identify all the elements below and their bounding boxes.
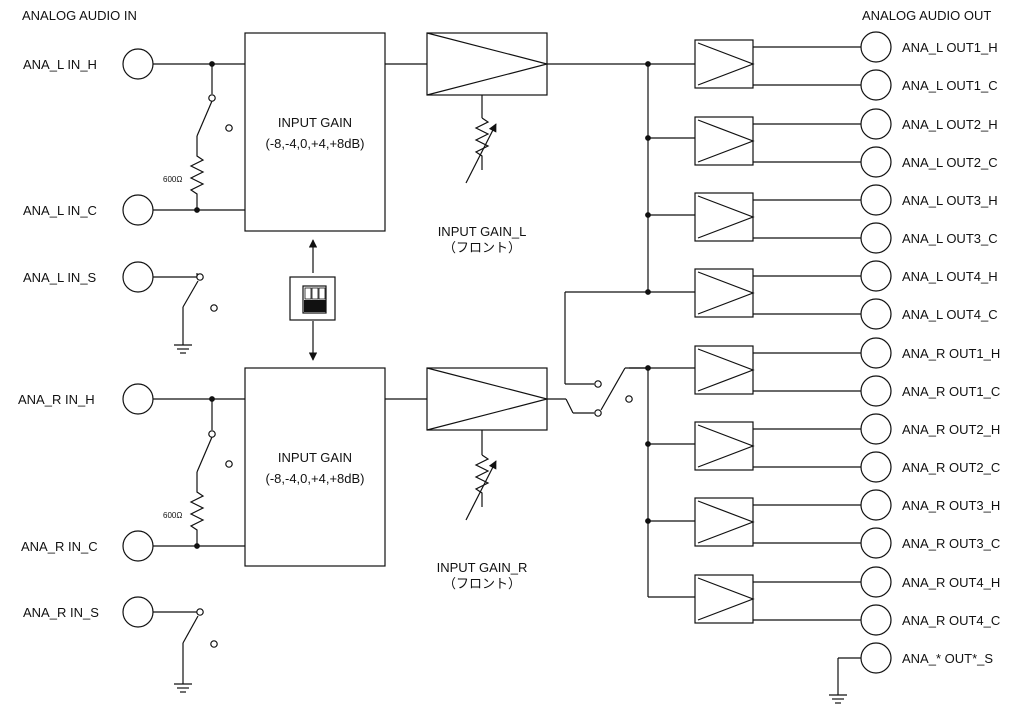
output-label: ANA_L OUT2_C [902,155,998,170]
label-ana-r-in-h: ANA_R IN_H [18,392,95,407]
output-jack [860,184,892,216]
output-jack [860,108,892,140]
output-jack [860,146,892,178]
gain-control-l-note: （フロント） [443,240,521,255]
output-label: ANA_R OUT1_H [902,346,1000,361]
label-ana-l-in-c: ANA_L IN_C [23,203,97,218]
input-jack-l-s [122,261,154,293]
output-jack [860,451,892,483]
resistor-label-r: 600Ω [163,511,182,520]
gain-control-l-name: INPUT GAIN_L [438,224,527,239]
output-amp [694,497,861,547]
output-label: ANA_L OUT1_H [902,40,998,55]
gain-control-r-name: INPUT GAIN_R [437,560,528,575]
label-ana-l-in-h: ANA_L IN_H [23,57,97,72]
output-amp [694,39,861,89]
output-amp [694,345,861,395]
output-label: ANA_R OUT2_H [902,422,1000,437]
output-label: ANA_L OUT1_C [902,78,998,93]
output-label: ANA_R OUT3_H [902,498,1000,513]
input-gain-block-l [244,32,386,232]
output-amp [694,421,861,471]
gain-amp-l [426,32,548,96]
label-shield-output: ANA_* OUT*_S [902,651,993,666]
output-label: ANA_L OUT4_H [902,269,998,284]
output-jack [860,260,892,292]
output-section-title: ANALOG AUDIO OUT [862,8,991,23]
input-section-title: ANALOG AUDIO IN [22,8,137,23]
output-amp [694,574,861,624]
output-label: ANA_R OUT4_H [902,575,1000,590]
output-label: ANA_L OUT4_C [902,307,998,322]
gain-block-range-l: (-8,-4,0,+4,+8dB) [266,136,365,151]
input-gain-block-r [244,367,386,567]
resistor-label-l: 600Ω [163,175,182,184]
output-label: ANA_R OUT2_C [902,460,1000,475]
output-label: ANA_L OUT3_C [902,231,998,246]
output-amp [694,192,861,242]
output-amp [694,268,861,318]
input-jack-r-h [122,383,154,415]
dip-switch [289,276,336,321]
output-jack [860,298,892,330]
gain-block-title-l: INPUT GAIN [278,115,352,130]
output-jack [860,604,892,636]
output-jack [860,337,892,369]
output-jack-shield [860,642,892,674]
input-jack-l-c [122,194,154,226]
input-jack-l-h [122,48,154,80]
output-label: ANA_L OUT2_H [902,117,998,132]
output-label: ANA_R OUT3_C [902,536,1000,551]
gain-amp-r [426,367,548,431]
input-jack-r-c [122,530,154,562]
output-label: ANA_R OUT1_C [902,384,1000,399]
output-jack [860,222,892,254]
label-ana-r-in-s: ANA_R IN_S [23,605,99,620]
output-jack [860,566,892,598]
label-ana-l-in-s: ANA_L IN_S [23,270,97,285]
output-jack [860,527,892,559]
output-label: ANA_L OUT3_H [902,193,998,208]
output-jack [860,413,892,445]
output-jack [860,69,892,101]
output-jack [860,31,892,63]
output-jack [860,489,892,521]
output-amp [694,116,861,166]
gain-control-r-note: （フロント） [443,576,521,591]
output-label: ANA_R OUT4_C [902,613,1000,628]
label-ana-r-in-c: ANA_R IN_C [21,539,98,554]
output-jack [860,375,892,407]
gain-block-title-r: INPUT GAIN [278,450,352,465]
gain-block-range-r: (-8,-4,0,+4,+8dB) [266,471,365,486]
input-jack-r-s [122,596,154,628]
